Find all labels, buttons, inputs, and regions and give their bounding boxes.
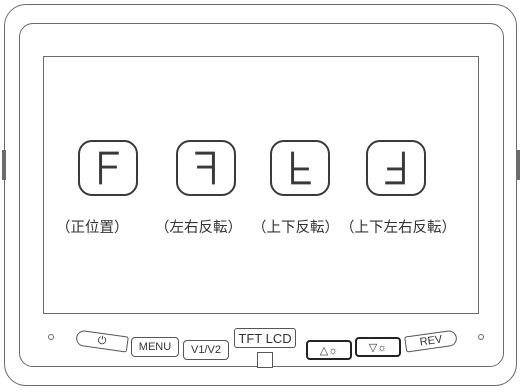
mode-normal-label: （正位置） (56, 220, 129, 236)
mode-flip-glyph (270, 140, 330, 196)
menu-button[interactable]: MENU (131, 337, 179, 357)
tft-lcd-label: TFT LCD (234, 328, 296, 348)
right-indicator-led (478, 334, 484, 340)
f-normal-icon (99, 151, 119, 185)
left-side-tab (2, 150, 6, 180)
mode-normal-glyph (78, 140, 138, 196)
mode-rotate-glyph (366, 140, 426, 196)
f-flip-icon (291, 151, 311, 185)
left-indicator-led (48, 334, 54, 340)
mode-mirror-glyph (176, 140, 236, 196)
right-side-tab (516, 150, 520, 180)
f-rotate-icon (385, 151, 405, 185)
brightness-down-button[interactable]: ▽☼ (355, 337, 401, 357)
v1v2-button[interactable]: V1/V2 (183, 340, 229, 360)
mode-mirror-label: （左右反転） (155, 220, 242, 236)
mode-rotate-label: （上下左右反転） (340, 220, 456, 236)
power-icon: ⏻ (96, 333, 108, 348)
f-mirror-icon (195, 151, 215, 185)
mode-flip-label: （上下反転） (252, 220, 339, 236)
brightness-up-button[interactable]: △☼ (306, 340, 352, 360)
ir-sensor (257, 352, 273, 368)
